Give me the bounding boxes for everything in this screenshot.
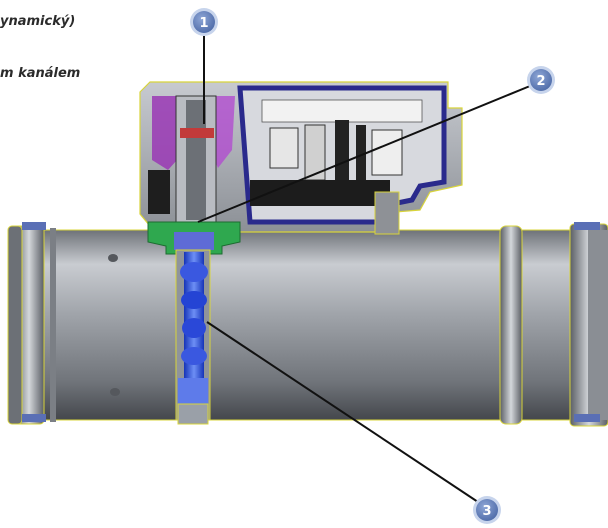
- leader-line-3: [206, 321, 479, 503]
- pipe-body: [7, 222, 608, 427]
- electronics-housing: [139, 81, 463, 235]
- callout-label-3: 3: [482, 504, 491, 519]
- callout-marker-2: 2: [527, 66, 555, 94]
- callout-label-1: 1: [199, 16, 208, 31]
- caption-line-2: m kanálem: [0, 66, 81, 81]
- callout-marker-1: 1: [190, 8, 218, 36]
- measuring-probe: [175, 249, 211, 425]
- sensor-stem: [147, 95, 241, 255]
- leader-line-2: [197, 85, 531, 223]
- leader-lines: [197, 36, 531, 503]
- callout-label-2: 2: [536, 74, 545, 89]
- caption-line-1: ynamický): [0, 14, 76, 29]
- callout-marker-3: 3: [473, 496, 501, 524]
